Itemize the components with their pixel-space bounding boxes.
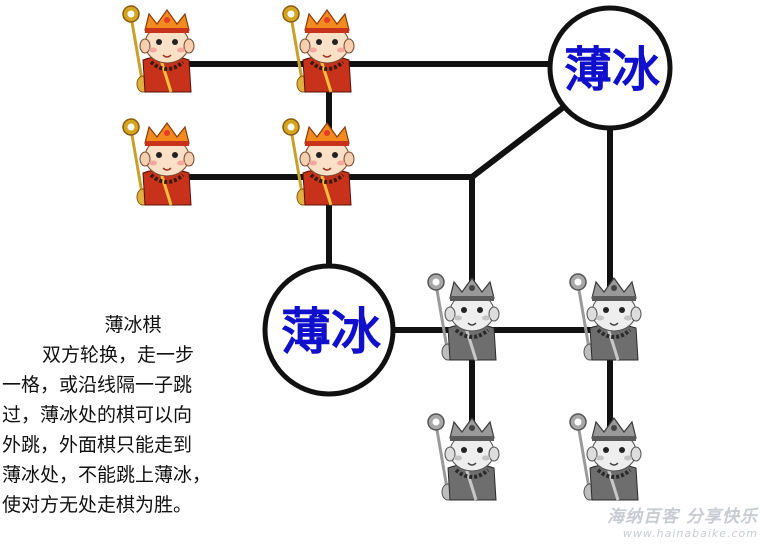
edge-junction-to-ice: [469, 103, 568, 180]
red-piece[interactable]: [121, 4, 196, 94]
rules-line: 薄冰处，不能跳上薄冰，: [2, 464, 212, 486]
gray-piece[interactable]: [568, 272, 643, 362]
rules-line: 外跳，外面棋只能走到: [2, 434, 193, 456]
rules-line: 过，薄冰处的棋可以向: [2, 404, 193, 426]
watermark: 海纳百客 分享快乐 www.hainabaike.com: [607, 502, 758, 540]
rules-line: 使对方无处走棋为胜。: [2, 494, 193, 516]
ice-node-top-label: 薄冰: [564, 42, 661, 98]
gray-piece[interactable]: [568, 412, 643, 502]
ice-node-top: 薄冰: [547, 5, 673, 131]
ice-node-mid: 薄冰: [262, 263, 396, 397]
watermark-url: www.hainabaike.com: [622, 527, 758, 540]
red-piece[interactable]: [121, 117, 196, 207]
rules-text: 薄冰棋 双方轮换，走一步 一格，或沿线隔一子跳 过，薄冰处的棋可以向 外跳，外面…: [2, 310, 264, 520]
red-piece[interactable]: [281, 4, 356, 94]
gray-piece[interactable]: [426, 412, 501, 502]
watermark-chinese: 海纳百客 分享快乐: [607, 507, 758, 527]
ice-node-mid-label: 薄冰: [281, 303, 382, 361]
gray-piece[interactable]: [426, 272, 501, 362]
rules-title: 薄冰棋: [104, 314, 162, 336]
rules-line: 双方轮换，走一步: [42, 344, 195, 366]
rules-line: 一格，或沿线隔一子跳: [2, 374, 193, 396]
red-piece[interactable]: [281, 117, 356, 207]
